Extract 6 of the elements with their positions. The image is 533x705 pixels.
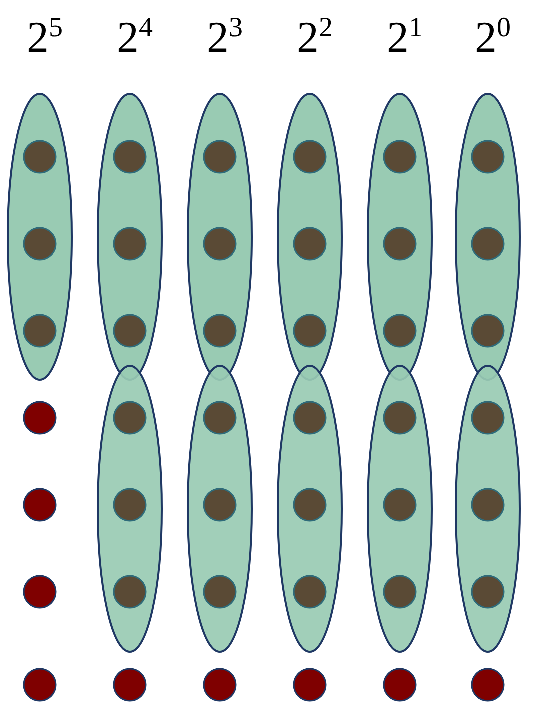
power-label: 2$^{5}$ xyxy=(26,11,64,64)
power-label: 2$^{4}$ xyxy=(116,11,154,64)
power-label: 2$^{1}$ xyxy=(386,11,424,64)
power-label: 2$^{0}$ xyxy=(474,11,512,64)
power-label: 2$^{2}$ xyxy=(296,11,334,64)
power-label: 2$^{3}$ xyxy=(206,11,244,64)
